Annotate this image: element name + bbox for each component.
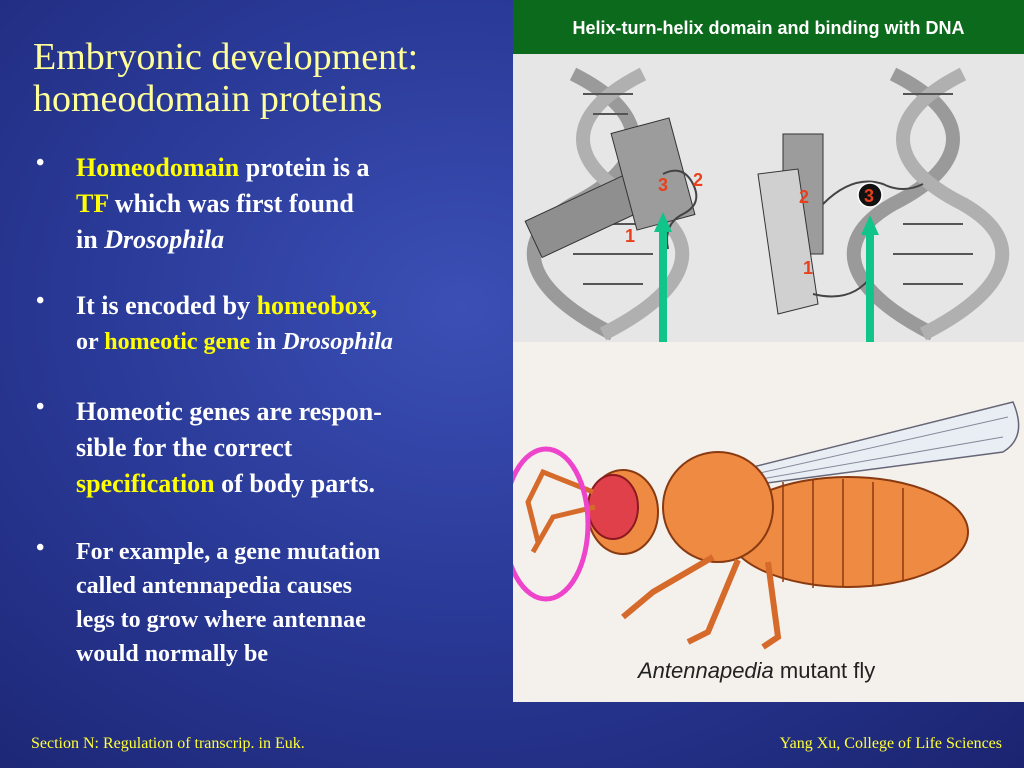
fly-figure: Antennapedia mutant fly	[513, 342, 1024, 702]
bullet-item: • Homeodomain protein is a TF which was …	[36, 150, 370, 258]
dna-helix-right	[846, 67, 1010, 341]
label-left-1: 1	[625, 226, 635, 246]
arrow-left	[654, 212, 672, 342]
thorax	[662, 451, 774, 563]
compound-eye	[587, 474, 639, 540]
bullet-text: or	[76, 329, 105, 355]
bullet-text: of body parts.	[214, 469, 376, 498]
title-line-1: Embryonic development:	[33, 36, 419, 78]
label-right-3: 3	[864, 186, 874, 206]
label-left-2: 2	[693, 170, 703, 190]
dna-binding-diagram: 3 2 1 2 3 1	[524, 67, 1010, 342]
bullet-marker: •	[36, 535, 45, 561]
bullet-text: in	[76, 225, 105, 254]
arrow-right	[861, 215, 879, 342]
bullet-marker: •	[36, 394, 45, 420]
antennapedia-fly-illustration	[513, 401, 1020, 650]
bullet-text: called antennapedia causes	[76, 573, 353, 599]
label-left-3: 3	[658, 175, 668, 195]
label-right-2: 2	[799, 187, 809, 207]
label-right-1: 1	[803, 258, 813, 278]
highlight-ring	[513, 446, 591, 602]
term-specification: specification	[76, 469, 215, 498]
bullet-text: would normally be	[76, 641, 269, 667]
term-homeotic-gene: homeotic gene	[104, 329, 251, 355]
antennal-leg	[525, 468, 594, 543]
bullet-text: For example, a gene mutation	[76, 539, 381, 565]
bullet-text: Homeotic genes are respon-	[76, 397, 382, 426]
bullet-text: which was first found	[108, 189, 354, 218]
caption-italic: Antennapedia	[638, 658, 774, 683]
footer-author: Yang Xu, College of Life Sciences	[779, 735, 1002, 752]
bullet-marker: •	[36, 150, 45, 176]
hth-figure: Helix-turn-helix domain and binding with…	[513, 0, 1024, 382]
term-drosophila: Drosophila	[282, 329, 393, 355]
bullet-marker: •	[36, 288, 45, 314]
bullet-text: sible for the correct	[76, 433, 293, 462]
fly-caption: Antennapedia mutant fly	[638, 658, 875, 684]
slide-title: Embryonic development: homeodomain prote…	[33, 36, 503, 120]
bullet-text: It is encoded by	[76, 291, 257, 320]
caption-rest: mutant fly	[773, 658, 876, 683]
bullet-item: • For example, a gene mutation called an…	[36, 535, 380, 671]
term-tf: TF	[76, 189, 109, 218]
figure-header-text: Helix-turn-helix domain and binding with…	[572, 18, 965, 38]
figure-header: Helix-turn-helix domain and binding with…	[513, 0, 1024, 54]
title-line-2: homeodomain proteins	[33, 78, 383, 120]
bullet-text: legs to grow where antennae	[76, 607, 366, 633]
bullet-text: in	[250, 329, 283, 355]
bullet-item: • It is encoded by homeobox, or homeotic…	[36, 288, 393, 360]
footer-section: Section N: Regulation of transcrip. in E…	[31, 735, 305, 752]
bullet-text: protein is a	[239, 153, 370, 182]
term-homeobox: homeobox,	[256, 291, 378, 320]
term-homeodomain: Homeodomain	[76, 153, 240, 182]
term-drosophila: Drosophila	[104, 225, 225, 254]
bullet-item: • Homeotic genes are respon- sible for t…	[36, 394, 382, 502]
